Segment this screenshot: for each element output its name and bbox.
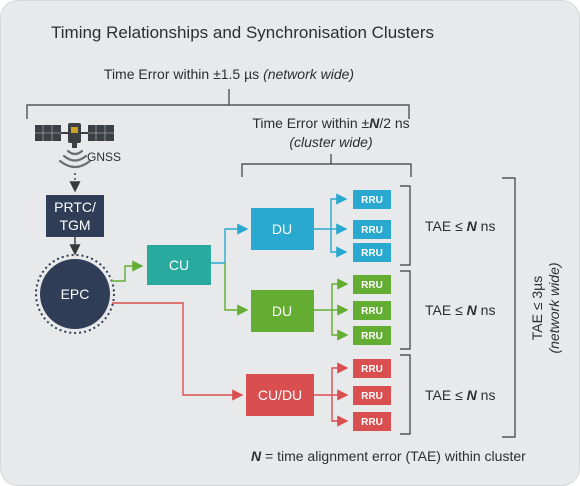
rru-label: RRU [361,306,383,317]
rru-box [353,190,391,209]
du-top-node: DU [251,208,314,250]
cu-to-du-mid-line [224,263,249,316]
gnss-label: GNSS [87,150,121,164]
epc-node: EPC [35,254,115,334]
tae-network-text: TAE ≤ 3µs [529,276,545,341]
cluster-wide-label: (cluster wide) [289,134,372,150]
tae-cluster-label: TAE ≤ N ns [425,218,495,234]
epc-label: EPC [61,286,90,302]
tae-network-bracket [502,177,516,438]
du-mid-node: DU [251,290,314,332]
cudu-node: CU/DU [246,374,314,416]
tae-cluster-label: TAE ≤ N ns [425,387,495,403]
rru-label: RRU [361,280,383,291]
rru-box [353,326,391,345]
rru-group-red: RRU RRU RRU [353,359,391,431]
rru-group-blue: RRU RRU RRU [353,190,391,262]
rru-box [353,220,391,239]
prtc-label-line2: TGM [59,217,90,233]
rru-label: RRU [361,225,383,236]
rru-box [353,359,391,378]
tae-network-italic: (network wide) [546,262,562,353]
tae-cluster-label: TAE ≤ N ns [425,302,495,318]
cu-node: CU [147,245,211,285]
rru-label: RRU [361,331,383,342]
rru-label: RRU [361,364,383,375]
signal-waves-icon [58,149,92,169]
cluster-bracket [241,163,412,177]
rru-group-green: RRU RRU RRU [353,275,391,345]
rru-box [353,243,391,262]
prtc-label-line1: PRTC/ [54,199,96,215]
rru-box [353,386,391,405]
rru-box [353,301,391,320]
satellite-icon [35,123,114,148]
cluster-bracket-green [400,270,411,350]
network-error-label: Time Error within ±1.5 µs (network wide) [104,66,354,82]
rru-label: RRU [361,391,383,402]
rru-box [353,412,391,431]
network-bracket [26,104,410,119]
rru-label: RRU [361,195,383,206]
rru-label: RRU [361,417,383,428]
cu-to-du-top-line [211,223,249,264]
du-mid-label: DU [272,303,292,319]
footnote: N = time alignment error (TAE) within cl… [251,448,526,464]
cluster-bracket-blue [400,185,411,266]
tae-network-label: TAE ≤ 3µs (network wide) [529,262,562,353]
diagram-title: Timing Relationships and Synchronisation… [51,23,434,42]
cluster-error-label: Time Error within ±N/2 ns [252,115,409,131]
rru-label: RRU [361,248,383,259]
prtc-tgm-node: PRTC/ TGM [46,195,104,237]
rru-box [353,275,391,294]
cudu-rru-links [314,362,349,427]
du-top-rru-links [314,193,348,258]
cluster-bracket-red [400,354,411,435]
epc-to-cudu-line [112,302,244,401]
cudu-label: CU/DU [258,387,302,403]
du-mid-rru-links [314,278,349,341]
epc-to-cu-line [111,260,144,282]
du-top-label: DU [272,221,292,237]
cu-label: CU [169,257,189,273]
